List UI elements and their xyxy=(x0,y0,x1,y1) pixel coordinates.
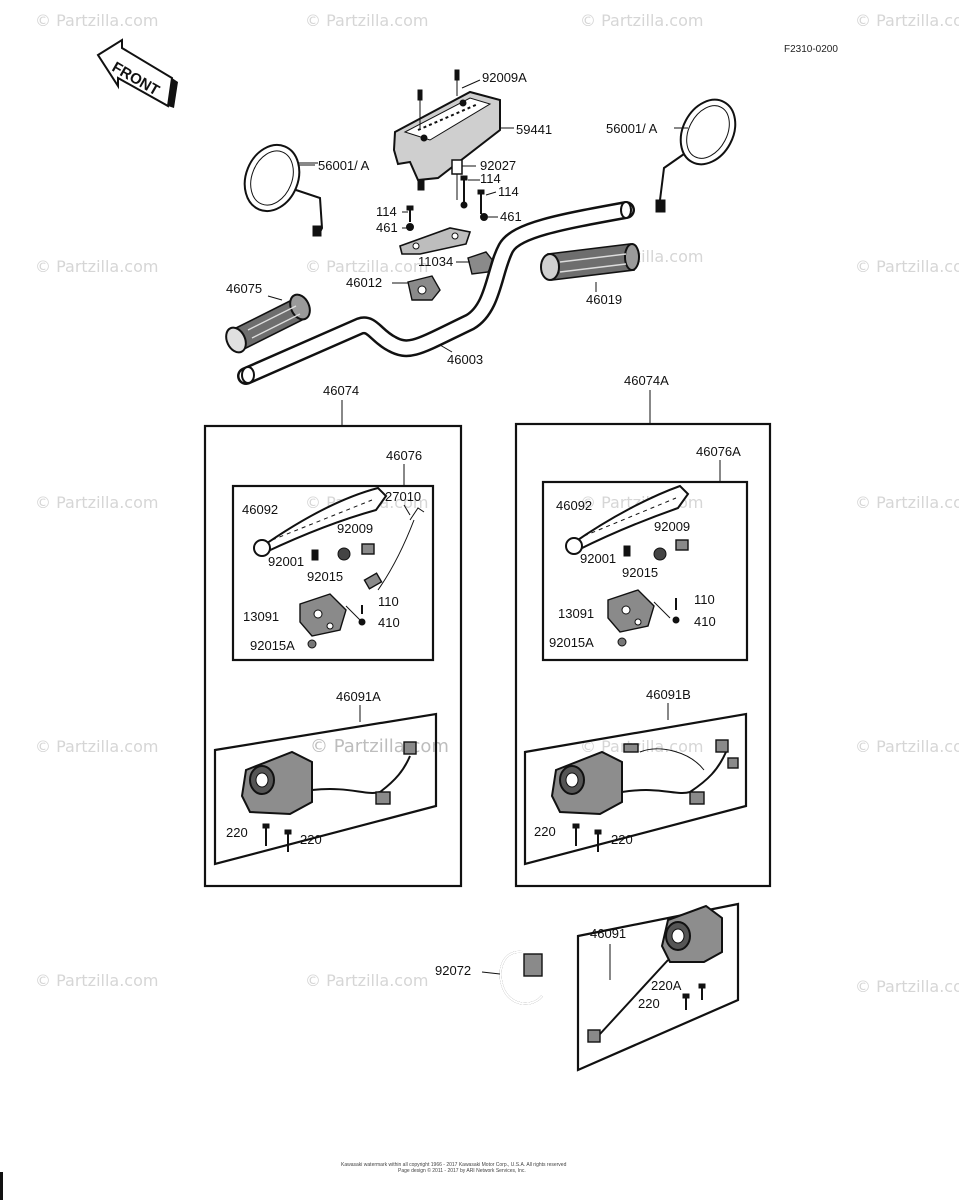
watermark: © Partzilla.com xyxy=(305,11,428,30)
label-220A: 220A xyxy=(651,978,682,993)
label-114-b: 114 xyxy=(498,184,519,199)
footer-line-1: Kawasaki watermark within all copyright … xyxy=(341,1162,567,1168)
watermark: © Partzilla.com xyxy=(35,971,158,990)
label-220-bottom: 220 xyxy=(638,996,660,1011)
label-110-right: 110 xyxy=(694,592,715,607)
left-switch-housing xyxy=(240,741,417,852)
watermark: © Partzilla.com xyxy=(35,257,158,276)
part-labels: 92009A 59441 56001/ A 56001/ A 92027 114… xyxy=(226,70,741,1011)
label-56001A-left: 56001/ A xyxy=(318,158,370,173)
page-edge-mark xyxy=(0,1172,3,1200)
label-92072: 92072 xyxy=(435,963,471,978)
left-grip xyxy=(225,293,311,354)
footer-line-2: Page design © 2011 - 2017 by ARI Network… xyxy=(398,1167,526,1174)
label-92009-right: 92009 xyxy=(654,519,690,534)
bolts-center xyxy=(406,159,488,231)
watermark: © Partzilla.com xyxy=(35,11,158,30)
label-27010: 27010 xyxy=(385,489,421,504)
watermark: © Partzilla.com xyxy=(855,977,959,996)
diagram-code: F2310-0200 xyxy=(784,44,838,55)
label-110-left: 110 xyxy=(378,594,399,609)
front-arrow-icon: FRONT xyxy=(96,38,178,108)
leader-lines xyxy=(267,79,683,353)
box-label-leaders xyxy=(359,460,721,980)
label-11034: 11034 xyxy=(418,254,453,269)
label-461-b: 461 xyxy=(500,209,522,224)
left-switch-box xyxy=(213,712,438,866)
label-46012: 46012 xyxy=(346,275,382,290)
bracket-holder xyxy=(399,227,495,301)
label-92027: 92027 xyxy=(480,158,516,173)
left-lever-group xyxy=(253,486,425,649)
handlebar xyxy=(237,201,635,385)
wire-clamp xyxy=(481,950,543,1005)
left-mirror xyxy=(243,144,324,237)
label-46075: 46075 xyxy=(226,281,262,296)
label-46091A: 46091A xyxy=(336,689,381,704)
watermark: © Partzilla.com xyxy=(580,11,703,30)
label-220-right-2: 220 xyxy=(611,832,633,847)
label-46091: 46091 xyxy=(590,926,626,941)
handlebar-cover xyxy=(392,69,501,191)
left-assembly-box xyxy=(203,424,463,888)
label-46019: 46019 xyxy=(586,292,622,307)
watermark: © Partzilla.com xyxy=(855,257,959,276)
label-461-a: 461 xyxy=(376,220,398,235)
label-410-left: 410 xyxy=(378,615,400,630)
label-46076: 46076 xyxy=(386,448,422,463)
label-92015A-left: 92015A xyxy=(250,638,295,653)
left-lever-box xyxy=(231,484,435,662)
label-92015-right: 92015 xyxy=(622,565,658,580)
label-114-a: 114 xyxy=(480,171,501,186)
label-114-c: 114 xyxy=(376,204,397,219)
label-46003: 46003 xyxy=(447,352,483,367)
label-46092-right: 46092 xyxy=(556,498,592,513)
label-46074A: 46074A xyxy=(624,373,669,388)
label-46091B: 46091B xyxy=(646,687,691,702)
label-220-right-1: 220 xyxy=(534,824,556,839)
watermark: © Partzilla.com xyxy=(305,971,428,990)
label-13091-right: 13091 xyxy=(558,606,594,621)
bottom-switch-housing xyxy=(587,904,723,1043)
label-92009-left: 92009 xyxy=(337,521,373,536)
watermark: © Partzilla.com xyxy=(305,257,428,276)
right-grip xyxy=(540,243,640,281)
right-mirror xyxy=(655,98,737,213)
label-92015A-right: 92015A xyxy=(549,635,594,650)
watermark: © Partzilla.com xyxy=(855,493,959,512)
watermark: © Partzilla.com xyxy=(35,493,158,512)
label-410-right: 410 xyxy=(694,614,716,629)
label-46092-left: 46092 xyxy=(242,502,278,517)
right-assembly-box xyxy=(514,422,772,888)
label-220-left-2: 220 xyxy=(300,832,322,847)
label-46076A: 46076A xyxy=(696,444,741,459)
right-lever-box xyxy=(541,480,749,662)
right-switch-housing xyxy=(550,739,739,852)
label-92009A: 92009A xyxy=(482,70,527,85)
label-92015-left: 92015 xyxy=(307,569,343,584)
right-lever-group xyxy=(565,484,690,647)
label-92001-left: 92001 xyxy=(268,554,304,569)
watermark: © Partzilla.com xyxy=(855,11,959,30)
label-59441: 59441 xyxy=(516,122,552,137)
label-92001-right: 92001 xyxy=(580,551,616,566)
watermark: © Partzilla.com xyxy=(35,737,158,756)
label-13091-left: 13091 xyxy=(243,609,279,624)
right-switch-box xyxy=(523,712,748,866)
label-56001A-right: 56001/ A xyxy=(606,121,658,136)
label-220-left-1: 220 xyxy=(226,825,248,840)
box-leaders xyxy=(341,390,651,426)
watermark: © Partzilla.com xyxy=(855,737,959,756)
label-46074: 46074 xyxy=(323,383,359,398)
watermark-center: © Partzilla.com xyxy=(310,736,449,757)
